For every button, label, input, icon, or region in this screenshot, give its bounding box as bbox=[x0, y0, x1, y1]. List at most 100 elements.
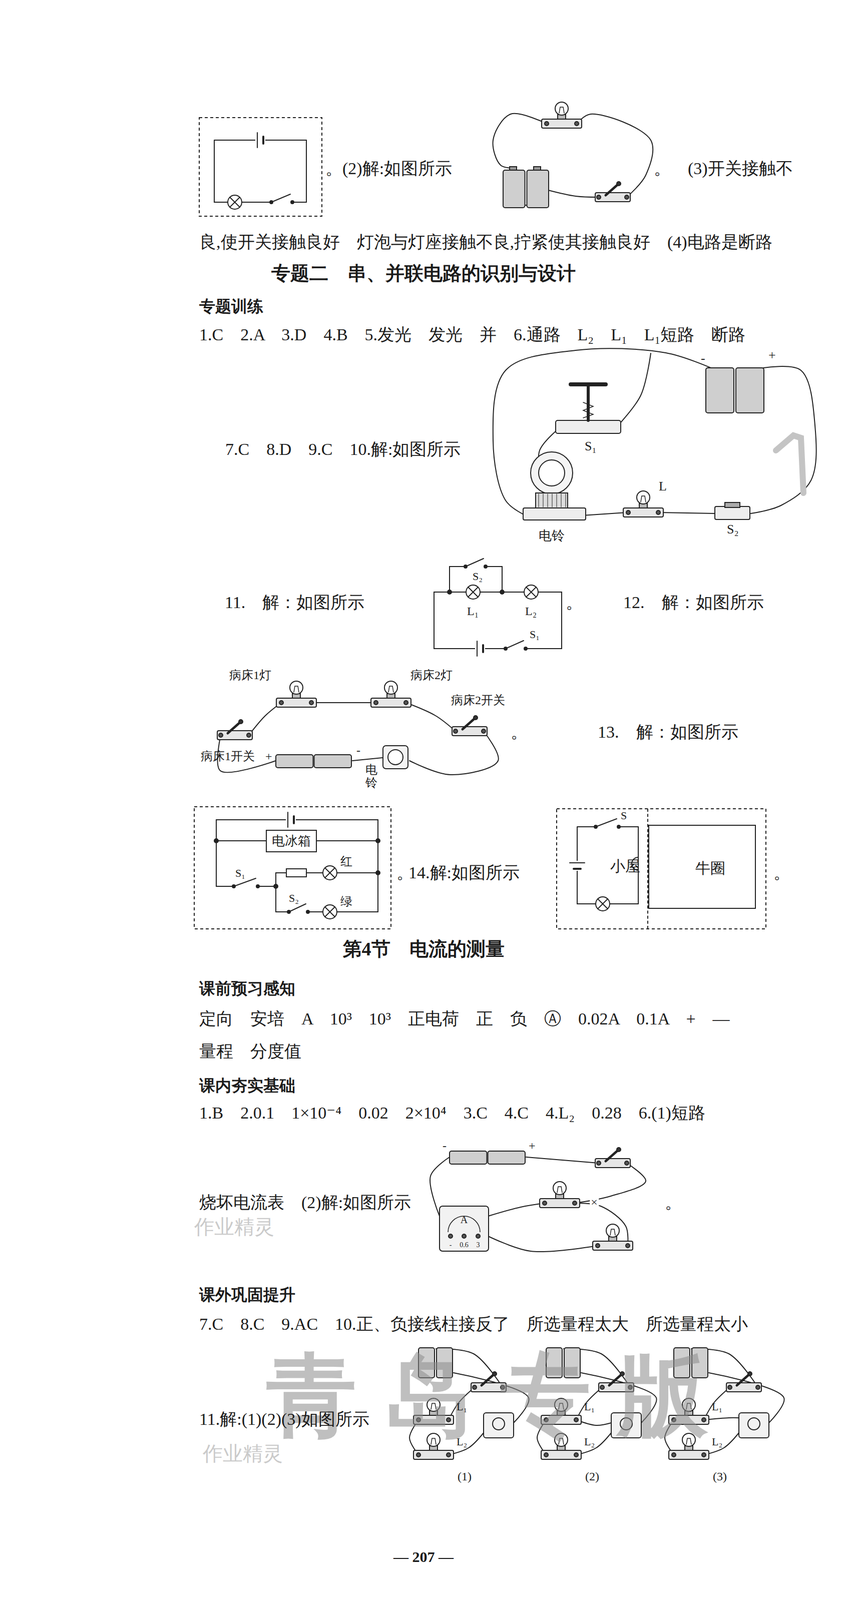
part-label: S₁ bbox=[529, 628, 540, 641]
part-label: 0.6 bbox=[459, 1241, 469, 1250]
switch-symbol bbox=[306, 910, 310, 914]
lamp-symbol bbox=[324, 868, 335, 879]
node-label: 小屋 bbox=[610, 858, 626, 875]
wire-gap bbox=[594, 822, 620, 831]
part-label: L₁ bbox=[711, 1400, 723, 1414]
part-label: L₂ bbox=[584, 1435, 595, 1449]
terminal bbox=[476, 1234, 481, 1239]
bulb bbox=[384, 681, 398, 695]
spring bbox=[583, 402, 594, 418]
part-label: (2) bbox=[585, 1470, 600, 1485]
bell bbox=[538, 460, 565, 487]
terminal bbox=[596, 1161, 601, 1166]
wire bbox=[409, 731, 499, 775]
part-label: 红 bbox=[340, 855, 353, 870]
lamp-holder bbox=[623, 508, 664, 518]
knife-switch bbox=[605, 1149, 619, 1162]
part-label: + bbox=[265, 749, 273, 764]
knife-switch bbox=[616, 181, 621, 186]
filament bbox=[557, 1186, 563, 1193]
bell bbox=[387, 749, 403, 765]
terminal bbox=[624, 1161, 629, 1166]
lamp-symbol bbox=[468, 587, 479, 598]
wire bbox=[216, 819, 378, 913]
part-label: L₁ bbox=[467, 604, 479, 619]
wire bbox=[493, 348, 711, 516]
coil-winding bbox=[547, 494, 549, 508]
wire bbox=[493, 113, 547, 169]
cell-symbol bbox=[482, 645, 485, 653]
watermark: 青岛专版 bbox=[266, 1345, 735, 1449]
watermark: 作业精灵 bbox=[202, 1442, 283, 1466]
knife-switch bbox=[227, 721, 241, 734]
lamp-holder bbox=[370, 698, 411, 708]
wire-gap bbox=[285, 811, 296, 828]
lamp-symbol bbox=[227, 195, 242, 210]
lamp-symbol bbox=[324, 868, 335, 879]
room-region: 小屋 bbox=[556, 808, 649, 930]
switch-symbol bbox=[505, 640, 524, 649]
bulb bbox=[606, 1224, 620, 1238]
answer-text: 。 bbox=[773, 863, 791, 883]
terminal bbox=[544, 1453, 549, 1458]
figures bbox=[194, 102, 817, 1460]
wire bbox=[405, 702, 456, 732]
wire bbox=[576, 114, 653, 198]
terminal bbox=[218, 733, 223, 738]
bulb bbox=[289, 681, 303, 695]
junction bbox=[375, 871, 380, 876]
cell-symbol bbox=[569, 862, 585, 864]
switch-symbol bbox=[233, 878, 256, 887]
wire bbox=[574, 1163, 646, 1204]
lamp-holder bbox=[541, 119, 582, 129]
answer-text: (2)解:如图所示 bbox=[342, 158, 453, 179]
answer-text: 14.解:如图所示 bbox=[408, 863, 520, 883]
wire-gap bbox=[232, 882, 259, 891]
part-label: L₁ bbox=[456, 1400, 468, 1414]
part-label: (1) bbox=[457, 1470, 472, 1485]
wire bbox=[488, 1203, 545, 1217]
part-label: 病床2灯 bbox=[410, 668, 453, 683]
figure-frame bbox=[199, 117, 322, 217]
switch-symbol bbox=[524, 647, 528, 651]
battery bbox=[533, 166, 541, 171]
filament bbox=[640, 496, 646, 503]
lamp-symbol bbox=[526, 587, 537, 598]
battery bbox=[509, 166, 517, 171]
wire bbox=[275, 873, 277, 913]
lamp-symbol bbox=[597, 899, 608, 910]
heading: 专题二 串、并联电路的识别与设计 bbox=[271, 262, 576, 285]
answer-text: 良,使开关接触良好 灯泡与灯座接触不良,拧紧使其接触良好 (4)电路是断路 bbox=[199, 232, 773, 252]
terminal bbox=[279, 700, 284, 705]
junction bbox=[447, 590, 452, 595]
lamp-holder bbox=[276, 698, 317, 708]
terminal bbox=[403, 700, 408, 705]
cell-symbol bbox=[256, 132, 258, 148]
terminal bbox=[542, 1201, 547, 1206]
figure-frame bbox=[194, 806, 391, 930]
wire bbox=[488, 1236, 598, 1252]
part-label: - bbox=[449, 1241, 453, 1250]
wire bbox=[574, 1203, 628, 1246]
terminal bbox=[755, 1385, 760, 1390]
lamp-symbol bbox=[524, 585, 539, 600]
lamp-holder bbox=[541, 1450, 582, 1460]
appliance-box: 电冰箱 bbox=[265, 829, 317, 853]
terminal bbox=[373, 700, 378, 705]
barn-box: 牛圈 bbox=[648, 824, 756, 910]
part-label: S bbox=[620, 809, 627, 822]
part-label: 病床2开关 bbox=[451, 693, 506, 708]
switch-symbol bbox=[290, 200, 294, 204]
knife-switch bbox=[238, 719, 243, 724]
terminal bbox=[574, 1453, 579, 1458]
switch-symbol bbox=[595, 818, 617, 827]
wire bbox=[214, 140, 307, 203]
part-label: 病床1灯 bbox=[229, 668, 272, 683]
knife-switch bbox=[616, 1147, 621, 1152]
knife-switch bbox=[747, 1372, 752, 1377]
wire-gap bbox=[255, 132, 266, 149]
coil-winding bbox=[543, 494, 544, 508]
terminal bbox=[462, 1234, 467, 1239]
switch-symbol bbox=[288, 904, 306, 913]
part-label: 绿 bbox=[340, 895, 353, 910]
